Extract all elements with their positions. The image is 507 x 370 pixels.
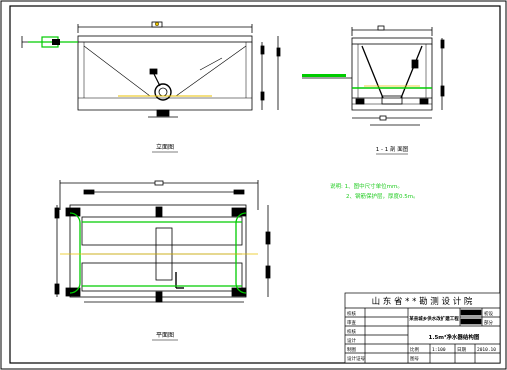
section-left-inlet <box>302 74 346 77</box>
project-name: 某县城乡供水改扩建工程 <box>408 315 459 322</box>
tb-row-4: 设计 <box>347 337 356 344</box>
plan-pipes <box>69 212 247 294</box>
scale-label: 比例 <box>410 346 419 353</box>
front-view-title: 立面图 <box>156 143 174 151</box>
notes-line-2: 2、钢筋保护层，厚度0.5m。 <box>346 192 419 200</box>
plan-view <box>54 180 271 303</box>
sheet-label: 图号 <box>410 356 419 362</box>
stage-label-1: 初设 <box>484 310 493 317</box>
institute-name: 山 东 省 * * 勘 测 设 计 院 <box>372 296 473 307</box>
stage-label-2: 部分 <box>484 319 493 326</box>
date-value: 2010.10 <box>477 347 496 353</box>
tb-row-3: 校核 <box>347 328 356 335</box>
title-block <box>344 292 501 364</box>
sheet-inner-frame <box>9 5 501 364</box>
scale-value: 1:100 <box>432 347 446 353</box>
tb-row-2: 审查 <box>347 319 356 326</box>
plan-view-title: 平面图 <box>156 332 174 339</box>
section-view <box>302 25 445 126</box>
tb-row-6: 设计证号 <box>347 355 365 362</box>
tb-row-1: 校核 <box>347 310 356 317</box>
front-elevation-view <box>21 21 281 118</box>
front-inlet-pipe <box>28 36 78 48</box>
tb-row-5: 制图 <box>347 346 356 353</box>
section-view-title: 1 - 1 剖 面图 <box>376 145 409 153</box>
drawing-title: 1.5m³净水器结构图 <box>429 333 480 341</box>
notes-line-1: 说明: 1、图中尺寸单位mm。 <box>330 182 403 190</box>
date-label: 日期 <box>457 347 466 353</box>
